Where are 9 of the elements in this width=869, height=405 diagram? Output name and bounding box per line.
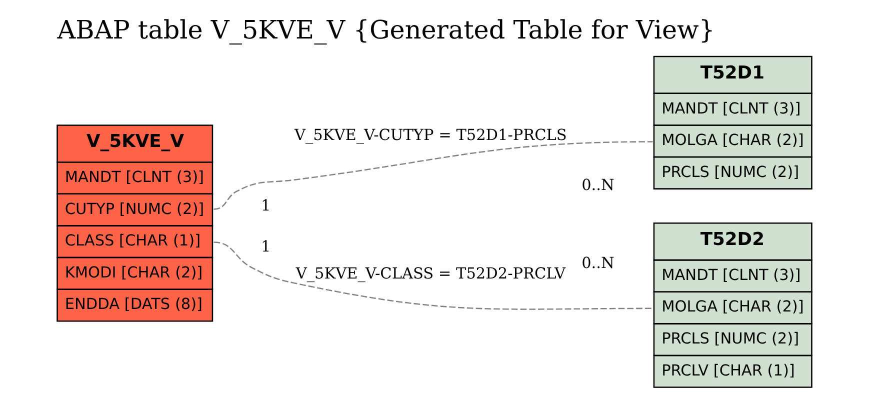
edge-label: V_5KVE_V-CUTYP = T52D1-PRCLS [294,126,567,144]
connector [214,141,653,210]
label: 0..N [582,254,614,272]
label: 0..N [582,176,614,194]
label: 1 [261,237,271,256]
diagram-title: ABAP table V_5KVE_V {Generated Table for View} [57,14,716,45]
edge-label: V_5KVE_V-CLASS = T52D2-PRCLV [296,264,566,283]
label: 1 [261,196,271,215]
connector [214,242,653,310]
